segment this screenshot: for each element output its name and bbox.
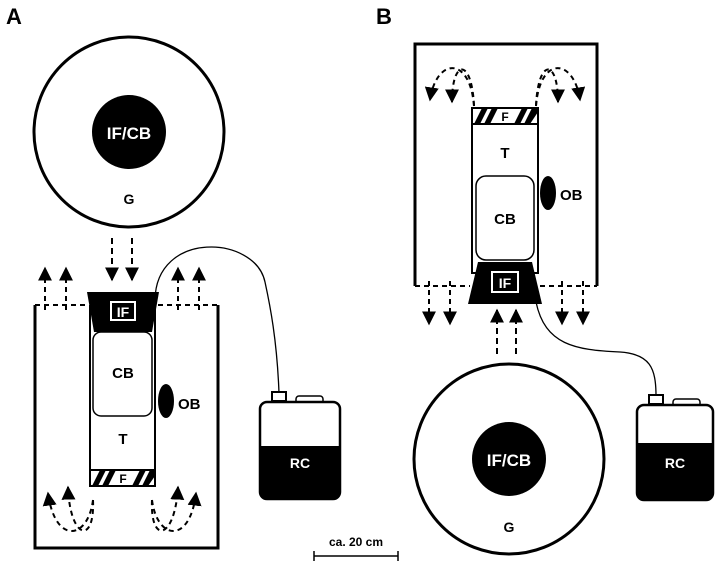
- panel-a-inflow-arrows: [105, 238, 139, 282]
- panel-b-tube-label: T: [500, 145, 509, 162]
- panel-b-enclosure: [413, 42, 599, 287]
- panel-b-compartment-label: CB: [494, 211, 516, 228]
- panel-a-tube-label: T: [118, 431, 127, 448]
- scale-bar-label: ca. 20 cm: [329, 535, 383, 549]
- panel-a-outflow-arrows: [38, 266, 206, 310]
- panel-a-tube: CB T: [89, 305, 156, 487]
- panel-a-disc-center-label: IF/CB: [107, 124, 151, 143]
- panel-b-inflow-arrows: [490, 308, 523, 354]
- panel-b-ob: OB: [540, 176, 583, 210]
- panel-b-letter: B: [376, 4, 392, 29]
- panel-a-filter-label: F: [119, 472, 126, 486]
- panel-a-letter: A: [6, 4, 22, 29]
- panel-b-tube: T CB: [471, 107, 539, 274]
- panel-a-circulation-arrows: [42, 485, 202, 532]
- panel-b-tubing: [535, 301, 657, 397]
- panel-b-filter-label: F: [501, 110, 508, 124]
- panel-a-ob-label: OB: [178, 396, 201, 413]
- panel-a-enclosure: [33, 304, 220, 550]
- panel-a-filter: F: [89, 469, 156, 487]
- panel-a-disc: IF/CB G: [32, 35, 226, 229]
- scale-bar: ca. 20 cm: [313, 535, 399, 561]
- panel-b-circulation-arrows: [424, 67, 586, 107]
- panel-b: B T CB F: [376, 4, 715, 556]
- panel-a-cap: IF: [87, 292, 159, 332]
- panel-b-cap-label: IF: [499, 275, 512, 291]
- panel-b-container: RC: [635, 394, 715, 502]
- panel-a-cap-label: IF: [117, 304, 130, 320]
- panel-a-tubing: [154, 246, 280, 394]
- panel-b-ob-label: OB: [560, 187, 583, 204]
- panel-b-disc-center-label: IF/CB: [487, 451, 531, 470]
- panel-a-container-label: RC: [290, 455, 310, 471]
- panel-b-outflow-arrows: [422, 281, 590, 326]
- panel-a: A IF/CB G CB: [6, 4, 342, 550]
- panel-a-disc-label: G: [124, 191, 135, 207]
- panel-a-container: RC: [258, 391, 342, 501]
- panel-b-filter: F: [471, 107, 539, 125]
- panel-b-container-label: RC: [665, 455, 685, 471]
- panel-a-ob: OB: [158, 384, 201, 418]
- panel-b-disc: IF/CB G: [412, 362, 606, 556]
- panel-b-cap: IF: [468, 262, 542, 304]
- panel-b-disc-label: G: [504, 519, 515, 535]
- panel-a-compartment-label: CB: [112, 365, 134, 382]
